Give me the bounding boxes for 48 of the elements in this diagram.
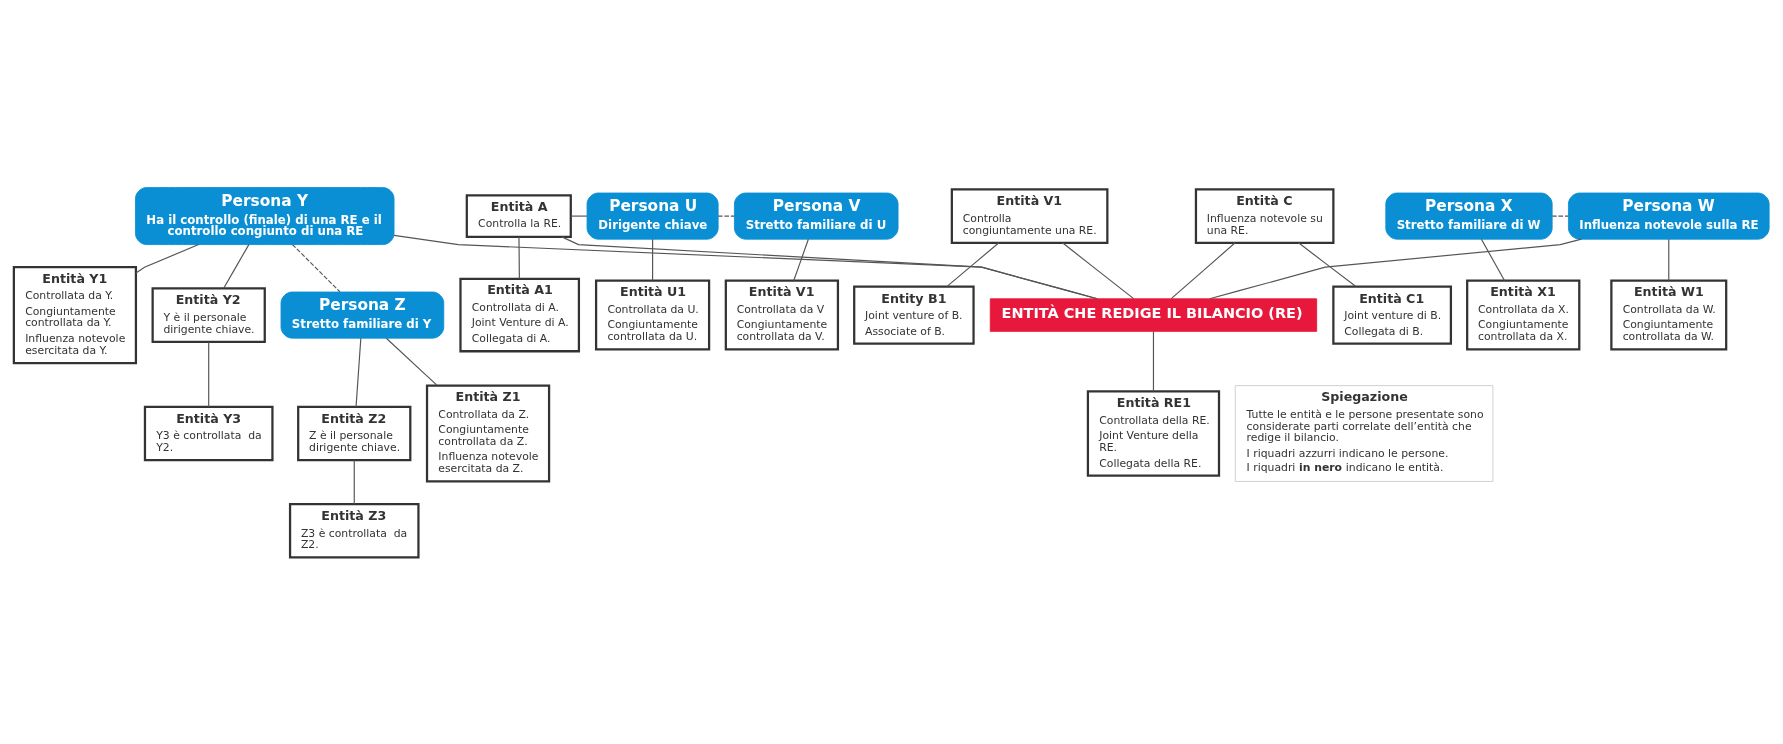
node-box: Persona Z Stretto familiare di Y — [280, 291, 445, 339]
connector — [393, 234, 1098, 299]
node-box: Entità C1 Joint venture di B. Collegata di B. — [1332, 285, 1453, 345]
connector — [223, 243, 250, 289]
connector — [561, 235, 1098, 299]
node-box: Entità U1 Controllata da U. Congiuntamente controllata da U. — [594, 279, 711, 351]
connector — [652, 238, 654, 281]
node-box: Entità Z1 Controllata da Z. Congiuntamente controllata da Z. Influenza notevole esercitata da Z. — [425, 384, 551, 483]
connector — [1152, 330, 1155, 392]
connector — [793, 238, 809, 281]
node-box: Spiegazione Tutte le entità e le persone presentate sono considerate parti correlate dell’entità che redige il bilancio. I riquadri azzurri indicano le persone. I riquadri in nero indicano le entità. — [1234, 384, 1494, 482]
connector — [1551, 215, 1569, 217]
node-box: Entità V1 Controlla congiuntamente una RE. — [950, 187, 1109, 244]
connector — [717, 215, 735, 217]
node-box: Entità Y2 Y è il personale dirigente chiave. — [151, 286, 266, 343]
connector — [1480, 238, 1506, 281]
connector — [946, 241, 1000, 287]
node-box: Persona U Dirigente chiave — [586, 192, 719, 240]
connector — [1297, 241, 1357, 287]
node-box: Entità Z3 Z3 è controllata da Z2. — [288, 502, 420, 558]
node-box: Entità V1 Controllata da V Congiuntamente controllata da V. — [724, 279, 840, 351]
node-box: Entità Z2 Z è il personale dirigente chiave. — [297, 405, 412, 461]
node-box: Persona Y Ha il controllo (finale) di una RE e il controllo congiunto di una RE — [135, 186, 395, 245]
connector — [135, 243, 200, 274]
connector — [355, 337, 362, 407]
node-box: Persona X Stretto familiare di W — [1385, 192, 1553, 240]
node-box: Entità A Controlla la RE. — [465, 193, 572, 238]
connector — [291, 243, 341, 292]
connector — [353, 459, 355, 505]
connector — [1170, 241, 1236, 299]
connector — [518, 235, 520, 279]
node-box: Entità X1 Controllata da X. Congiuntamente controllata da X. — [1466, 279, 1581, 351]
node-box: Entità C Influenza notevole su una RE. — [1194, 187, 1335, 244]
node-box: ENTITÀ CHE REDIGE IL BILANCIO (RE) — [989, 297, 1318, 332]
connector — [1668, 238, 1670, 281]
node-box: Entity B1 Joint venture of B. Associate of B. — [853, 285, 975, 345]
connector — [1209, 238, 1583, 299]
connector — [208, 340, 210, 407]
node-box: Entità Y1 Controllata da Y. Congiuntamente controllata da Y. Influenza notevole esercitata da Y. — [12, 265, 138, 364]
connector — [570, 215, 588, 217]
connector — [1061, 241, 1135, 299]
connector — [385, 337, 438, 386]
node-box: Entità RE1 Controllata della RE. Joint Venture della RE. Collegata della RE. — [1086, 389, 1221, 477]
node-box: Persona V Stretto familiare di U — [733, 192, 899, 240]
node-box: Entità A1 Controllata di A. Joint Venture di A. Collegata di A. — [459, 277, 581, 352]
node-box: Entità Y3 Y3 è controllata da Y2. — [143, 405, 274, 461]
node-box: Persona W Influenza notevole sulla RE — [1568, 192, 1770, 240]
node-box: Entità W1 Controllata da W. Congiuntamente controllata da W. — [1610, 279, 1728, 351]
